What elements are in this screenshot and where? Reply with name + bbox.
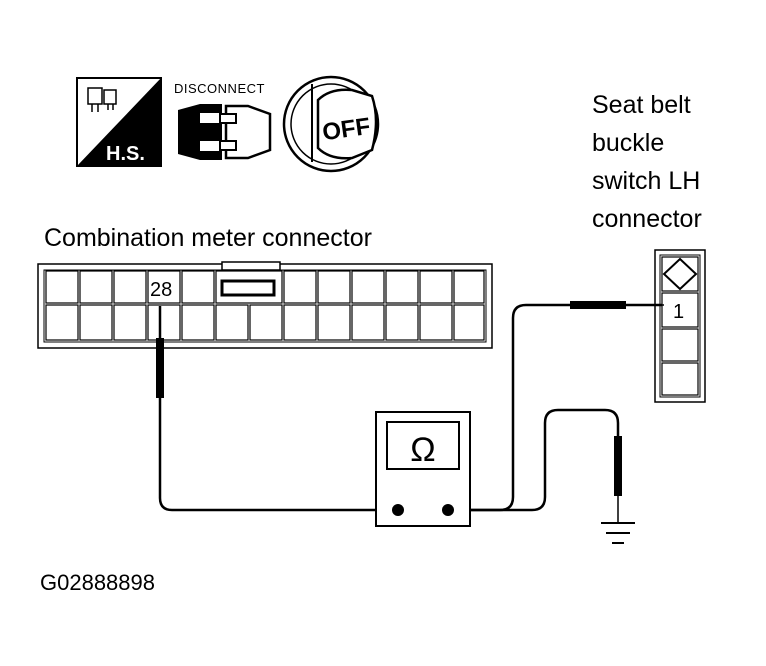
combination-meter-title: Combination meter connector [44, 224, 372, 252]
ground-icon [601, 522, 635, 544]
ignition-off-icon: OFF [282, 75, 380, 173]
seat-belt-title-line-1: Seat belt [592, 91, 691, 119]
probe-ground [614, 436, 622, 522]
disconnect-label: DISCONNECT [174, 81, 265, 96]
harness-side-icon: H.S. [76, 77, 162, 167]
seat-belt-connector: 1 [654, 249, 706, 403]
seat-belt-title: Seat belt buckle switch LH connector [592, 91, 702, 233]
ohmmeter: Ω [375, 411, 471, 527]
probe-right [570, 301, 664, 309]
ohmmeter-jack-right [442, 504, 454, 516]
ohmmeter-jack-left [392, 504, 404, 516]
seat-belt-title-line-2: buckle [592, 129, 664, 157]
meter-terminal-28: 28 [150, 279, 172, 301]
ohm-symbol: Ω [410, 431, 435, 469]
figure-id: G02888898 [40, 570, 155, 595]
combination-meter-connector: 28 [37, 261, 493, 349]
seat-belt-terminal-1: 1 [673, 301, 684, 323]
probe-left [156, 306, 164, 398]
harness-side-label: H.S. [106, 143, 145, 165]
seat-belt-title-line-3: switch LH [592, 167, 700, 195]
seat-belt-title-line-4: connector [592, 205, 702, 233]
ignition-off-label: OFF [321, 113, 372, 146]
disconnect-icon: DISCONNECT [174, 81, 272, 160]
test-leads [158, 303, 662, 512]
